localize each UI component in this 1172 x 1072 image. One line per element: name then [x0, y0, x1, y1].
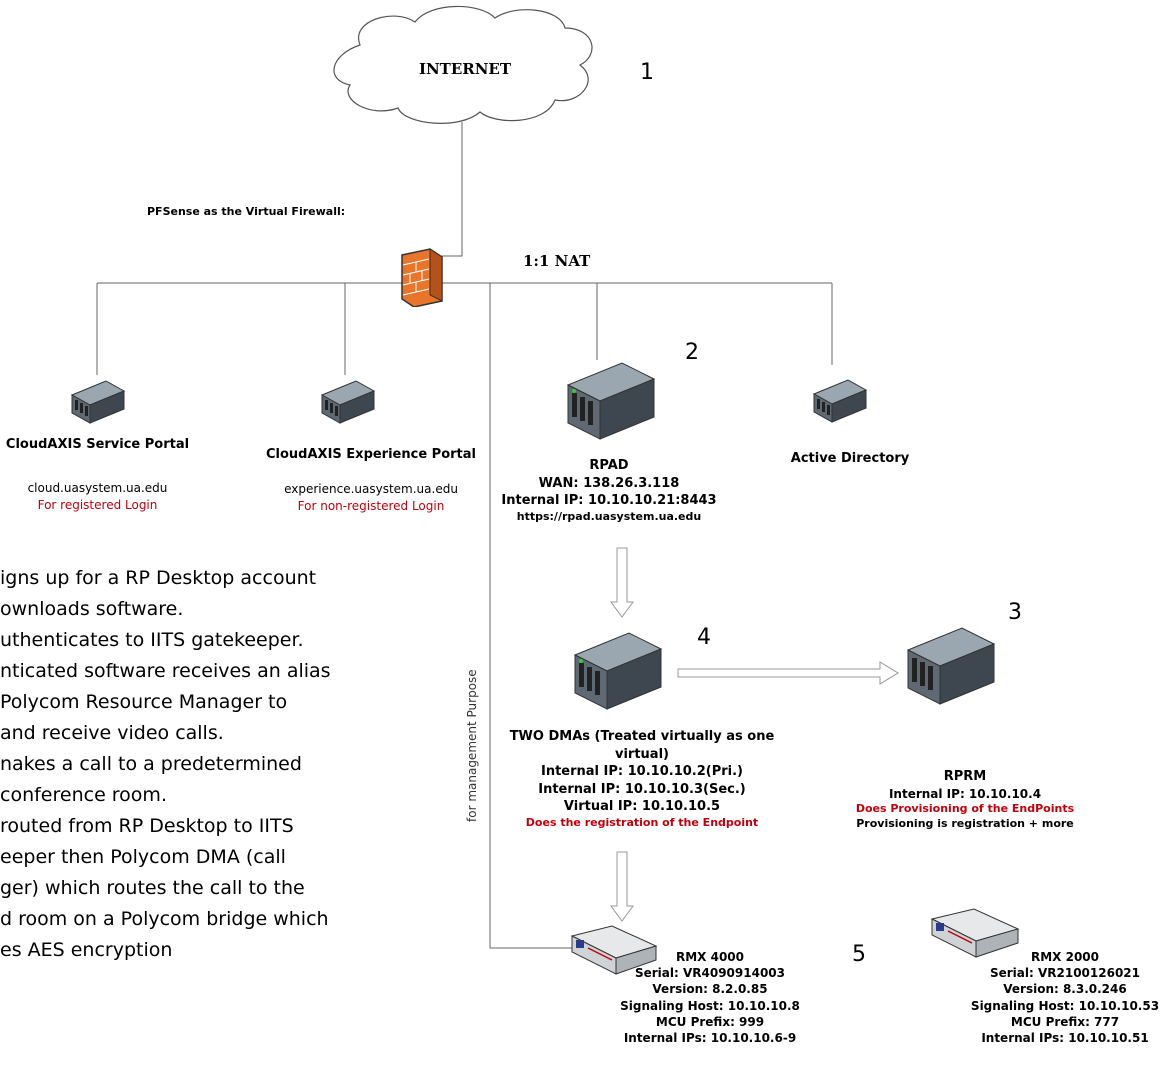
dma-title-line2: virtual): [615, 746, 669, 762]
step-line: conference room.: [0, 784, 167, 806]
rmx2000-signaling-host: Signaling Host: 10.10.10.53: [970, 998, 1160, 1013]
server-icon-rprm: [906, 627, 996, 705]
step-line: routed from RP Desktop to IITS: [0, 815, 294, 837]
rmx2000-internal-ips: Internal IPs: 10.10.10.51: [981, 1030, 1149, 1045]
number-1: 1: [640, 60, 654, 85]
rpad-wan: WAN: 138.26.3.118: [538, 475, 680, 491]
internet-link: [430, 122, 463, 257]
rmx4000-signaling-host: Signaling Host: 10.10.10.8: [620, 998, 800, 1013]
server-icon-active-directory: [812, 379, 868, 423]
experience-portal-host: experience.uasystem.ua.edu: [284, 482, 458, 496]
step-line: uthenticates to IITS gatekeeper.: [0, 629, 304, 651]
step-line: d room on a Polycom bridge which: [0, 908, 329, 930]
server-icon-service-portal: [70, 380, 126, 424]
step-line: and receive video calls.: [0, 722, 224, 744]
firewall-caption: PFSense as the Virtual Firewall:: [147, 205, 346, 218]
dma-ip-secondary: Internal IP: 10.10.10.3(Sec.): [538, 781, 746, 797]
service-portal-title: CloudAXIS Service Portal: [5, 437, 190, 452]
experience-portal-title: CloudAXIS Experience Portal: [266, 447, 476, 462]
rpad-url: https://rpad.uasystem.ua.edu: [516, 509, 702, 523]
rmx4000-serial: Serial: VR4090914003: [634, 966, 786, 981]
server-icon-dma: [573, 632, 663, 710]
rmx4000-version: Version: 8.2.0.85: [652, 982, 768, 997]
rmx2000-info: RMX 2000 Serial: VR2100126021 Version: 8…: [960, 949, 1170, 1046]
server-icon-experience-portal: [320, 380, 376, 424]
rpad-title: RPAD: [589, 458, 629, 473]
rmx2000-icon: [930, 908, 1020, 958]
experience-portal-info: experience.uasystem.ua.edu For non-regis…: [262, 481, 480, 515]
steps-list: igns up for a RP Desktop account ownload…: [0, 563, 331, 966]
step-line: nakes a call to a predetermined: [0, 753, 302, 775]
dma-virtual-ip: Virtual IP: 10.10.10.5: [563, 799, 721, 815]
firewall-icon: [401, 248, 443, 307]
number-5: 5: [852, 942, 866, 967]
service-portal-host: cloud.uasystem.ua.edu: [27, 481, 168, 495]
dma-ip-primary: Internal IP: 10.10.10.2(Pri.): [541, 764, 743, 780]
rprm-note2: Provisioning is registration + more: [856, 816, 1074, 830]
number-3: 3: [1008, 600, 1022, 625]
active-directory-title: Active Directory: [790, 451, 910, 466]
management-link: [489, 283, 575, 949]
number-2: 2: [685, 340, 699, 365]
server-icon-rpad: [566, 362, 656, 440]
internet-label: INTERNET: [418, 60, 512, 78]
number-4: 4: [697, 625, 711, 650]
rprm-internal-ip: Internal IP: 10.10.10.4: [888, 786, 1042, 801]
step-line: ger) which routes the call to the: [0, 877, 305, 899]
arrow-rpad-to-dma: [610, 547, 634, 618]
step-line: nticated software receives an alias: [0, 660, 331, 682]
nat-label: 1:1 NAT: [523, 252, 591, 270]
rprm-info: RPRM Internal IP: 10.10.10.4 Does Provis…: [835, 768, 1095, 831]
dma-note: Does the registration of the Endpoint: [525, 815, 759, 829]
internet-cloud: [333, 5, 593, 124]
step-line: es AES encryption: [0, 939, 173, 961]
rmx4000-title: RMX 4000: [675, 950, 744, 964]
experience-portal-note: For non-registered Login: [297, 498, 445, 513]
rprm-note: Does Provisioning of the EndPoints: [855, 801, 1075, 815]
rmx2000-serial: Serial: VR2100126021: [989, 966, 1141, 981]
service-portal-info: cloud.uasystem.ua.edu For registered Log…: [0, 480, 195, 514]
management-label: for management Purpose: [465, 669, 479, 822]
rmx2000-title: RMX 2000: [1030, 950, 1099, 964]
step-line: eeper then Polycom DMA (call: [0, 846, 286, 868]
arrow-dma-to-rmx: [610, 851, 634, 922]
rmx2000-version: Version: 8.3.0.246: [1003, 982, 1127, 997]
rmx4000-icon: [570, 925, 658, 975]
rmx4000-internal-ips: Internal IPs: 10.10.10.6-9: [623, 1030, 797, 1045]
rprm-title: RPRM: [943, 769, 987, 784]
step-line: ownloads software.: [0, 598, 184, 620]
rpad-internal-ip: Internal IP: 10.10.10.21:8443: [501, 493, 717, 509]
step-line: igns up for a RP Desktop account: [0, 567, 317, 589]
rmx4000-info: RMX 4000 Serial: VR4090914003 Version: 8…: [605, 949, 815, 1046]
dma-info: TWO DMAs (Treated virtually as one virtu…: [502, 728, 782, 831]
arrow-dma-to-rprm: [677, 661, 899, 685]
rmx2000-mcu-prefix: MCU Prefix: 777: [1010, 1014, 1120, 1029]
rpad-info: RPAD WAN: 138.26.3.118 Internal IP: 10.1…: [498, 457, 720, 524]
rmx4000-mcu-prefix: MCU Prefix: 999: [655, 1014, 765, 1029]
service-portal-note: For registered Login: [37, 497, 158, 512]
dma-title-line1: TWO DMAs (Treated virtually as one: [509, 729, 775, 744]
step-line: Polycom Resource Manager to: [0, 691, 288, 713]
